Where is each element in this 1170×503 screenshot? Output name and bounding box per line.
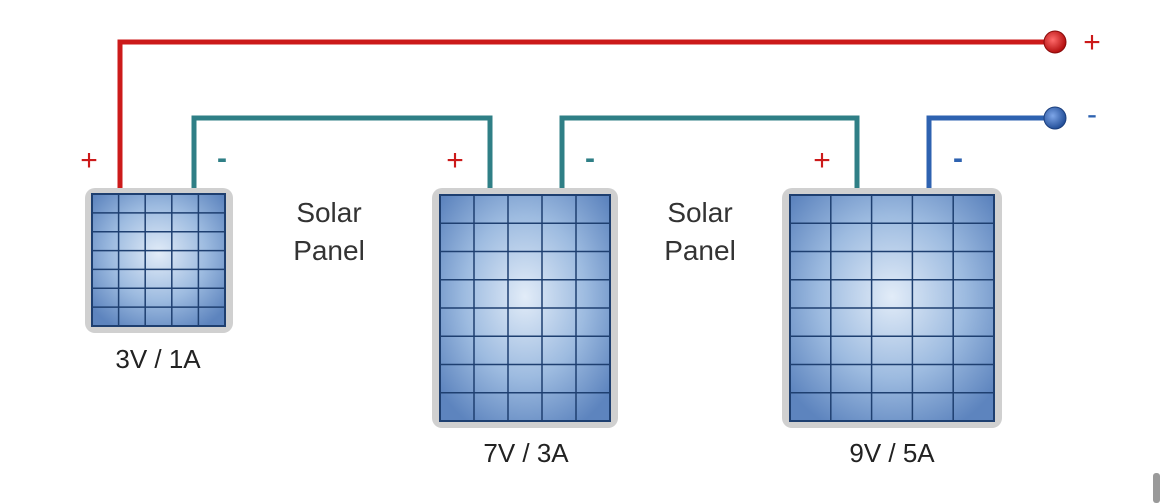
panel-3-rating: 9V / 5A	[849, 438, 935, 468]
panel-2-minus-label: -	[585, 142, 595, 175]
positive-output-wire	[117, 39, 1055, 188]
scrollbar-thumb[interactable]	[1153, 473, 1160, 503]
solar-panel-caption-2-line2: Panel	[664, 235, 736, 266]
panel-2-rating: 7V / 3A	[483, 438, 569, 468]
solar-panel-3	[782, 188, 1002, 428]
panel-cells	[91, 193, 226, 327]
negative-terminal	[1043, 106, 1067, 130]
negative-terminal-symbol: -	[1087, 98, 1097, 131]
positive-terminal	[1043, 30, 1067, 54]
panel-cell-grid	[92, 194, 225, 326]
panel-1-plus-label: +	[80, 144, 98, 177]
series-wire-1	[191, 115, 493, 188]
solar-panel-caption-1-line1: Solar	[296, 197, 361, 228]
panel-3-minus-label: -	[953, 142, 963, 175]
panel-cell-grid	[790, 195, 994, 421]
panel-1-rating: 3V / 1A	[115, 344, 201, 374]
series-wire-2	[559, 115, 860, 188]
panel-1-minus-label: -	[217, 142, 227, 175]
solar-panel-1	[85, 188, 233, 333]
negative-output-wire	[926, 115, 1055, 188]
panel-3-plus-label: +	[813, 144, 831, 177]
solar-panel-2	[432, 188, 618, 428]
panel-2-plus-label: +	[446, 144, 464, 177]
solar-panel-caption-2-line1: Solar	[667, 197, 732, 228]
solar-panel-caption-1-line2: Panel	[293, 235, 365, 266]
positive-terminal-symbol: +	[1083, 26, 1101, 59]
panel-cell-grid	[440, 195, 610, 421]
